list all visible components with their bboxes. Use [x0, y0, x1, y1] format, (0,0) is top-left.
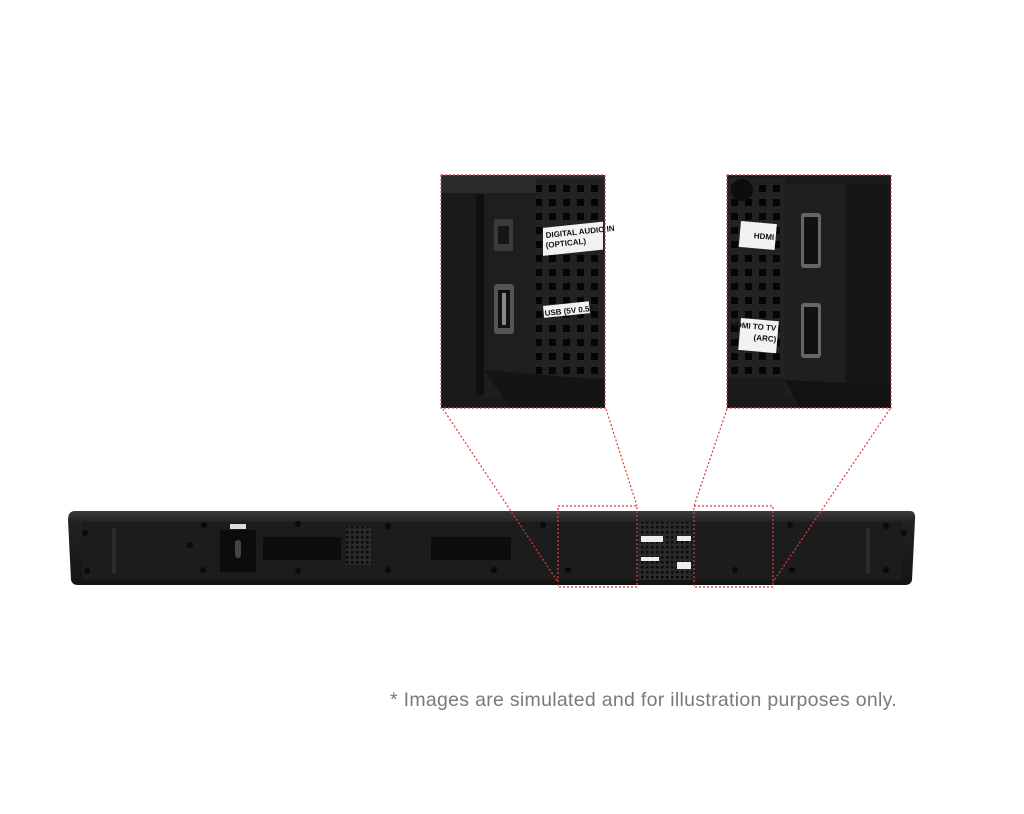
optical-label-line2: (OPTICAL) [545, 237, 586, 250]
hdmi-label: HDMI [753, 231, 774, 242]
disclaimer-caption: * Images are simulated and for illustrat… [390, 689, 897, 711]
soundbar-rear [68, 511, 916, 585]
hdmi-arc-label-line2: (ARC) [753, 333, 777, 344]
inset-optical-usb: DIGITAL AUDIO IN (OPTICAL) USB (5V 0.5A) [440, 174, 615, 409]
inset-hdmi: HDMI HDMI TO TV (ARC) [726, 174, 892, 409]
callout-lines [442, 408, 891, 588]
hdmi-arc-label: HDMI TO TV [730, 320, 777, 333]
